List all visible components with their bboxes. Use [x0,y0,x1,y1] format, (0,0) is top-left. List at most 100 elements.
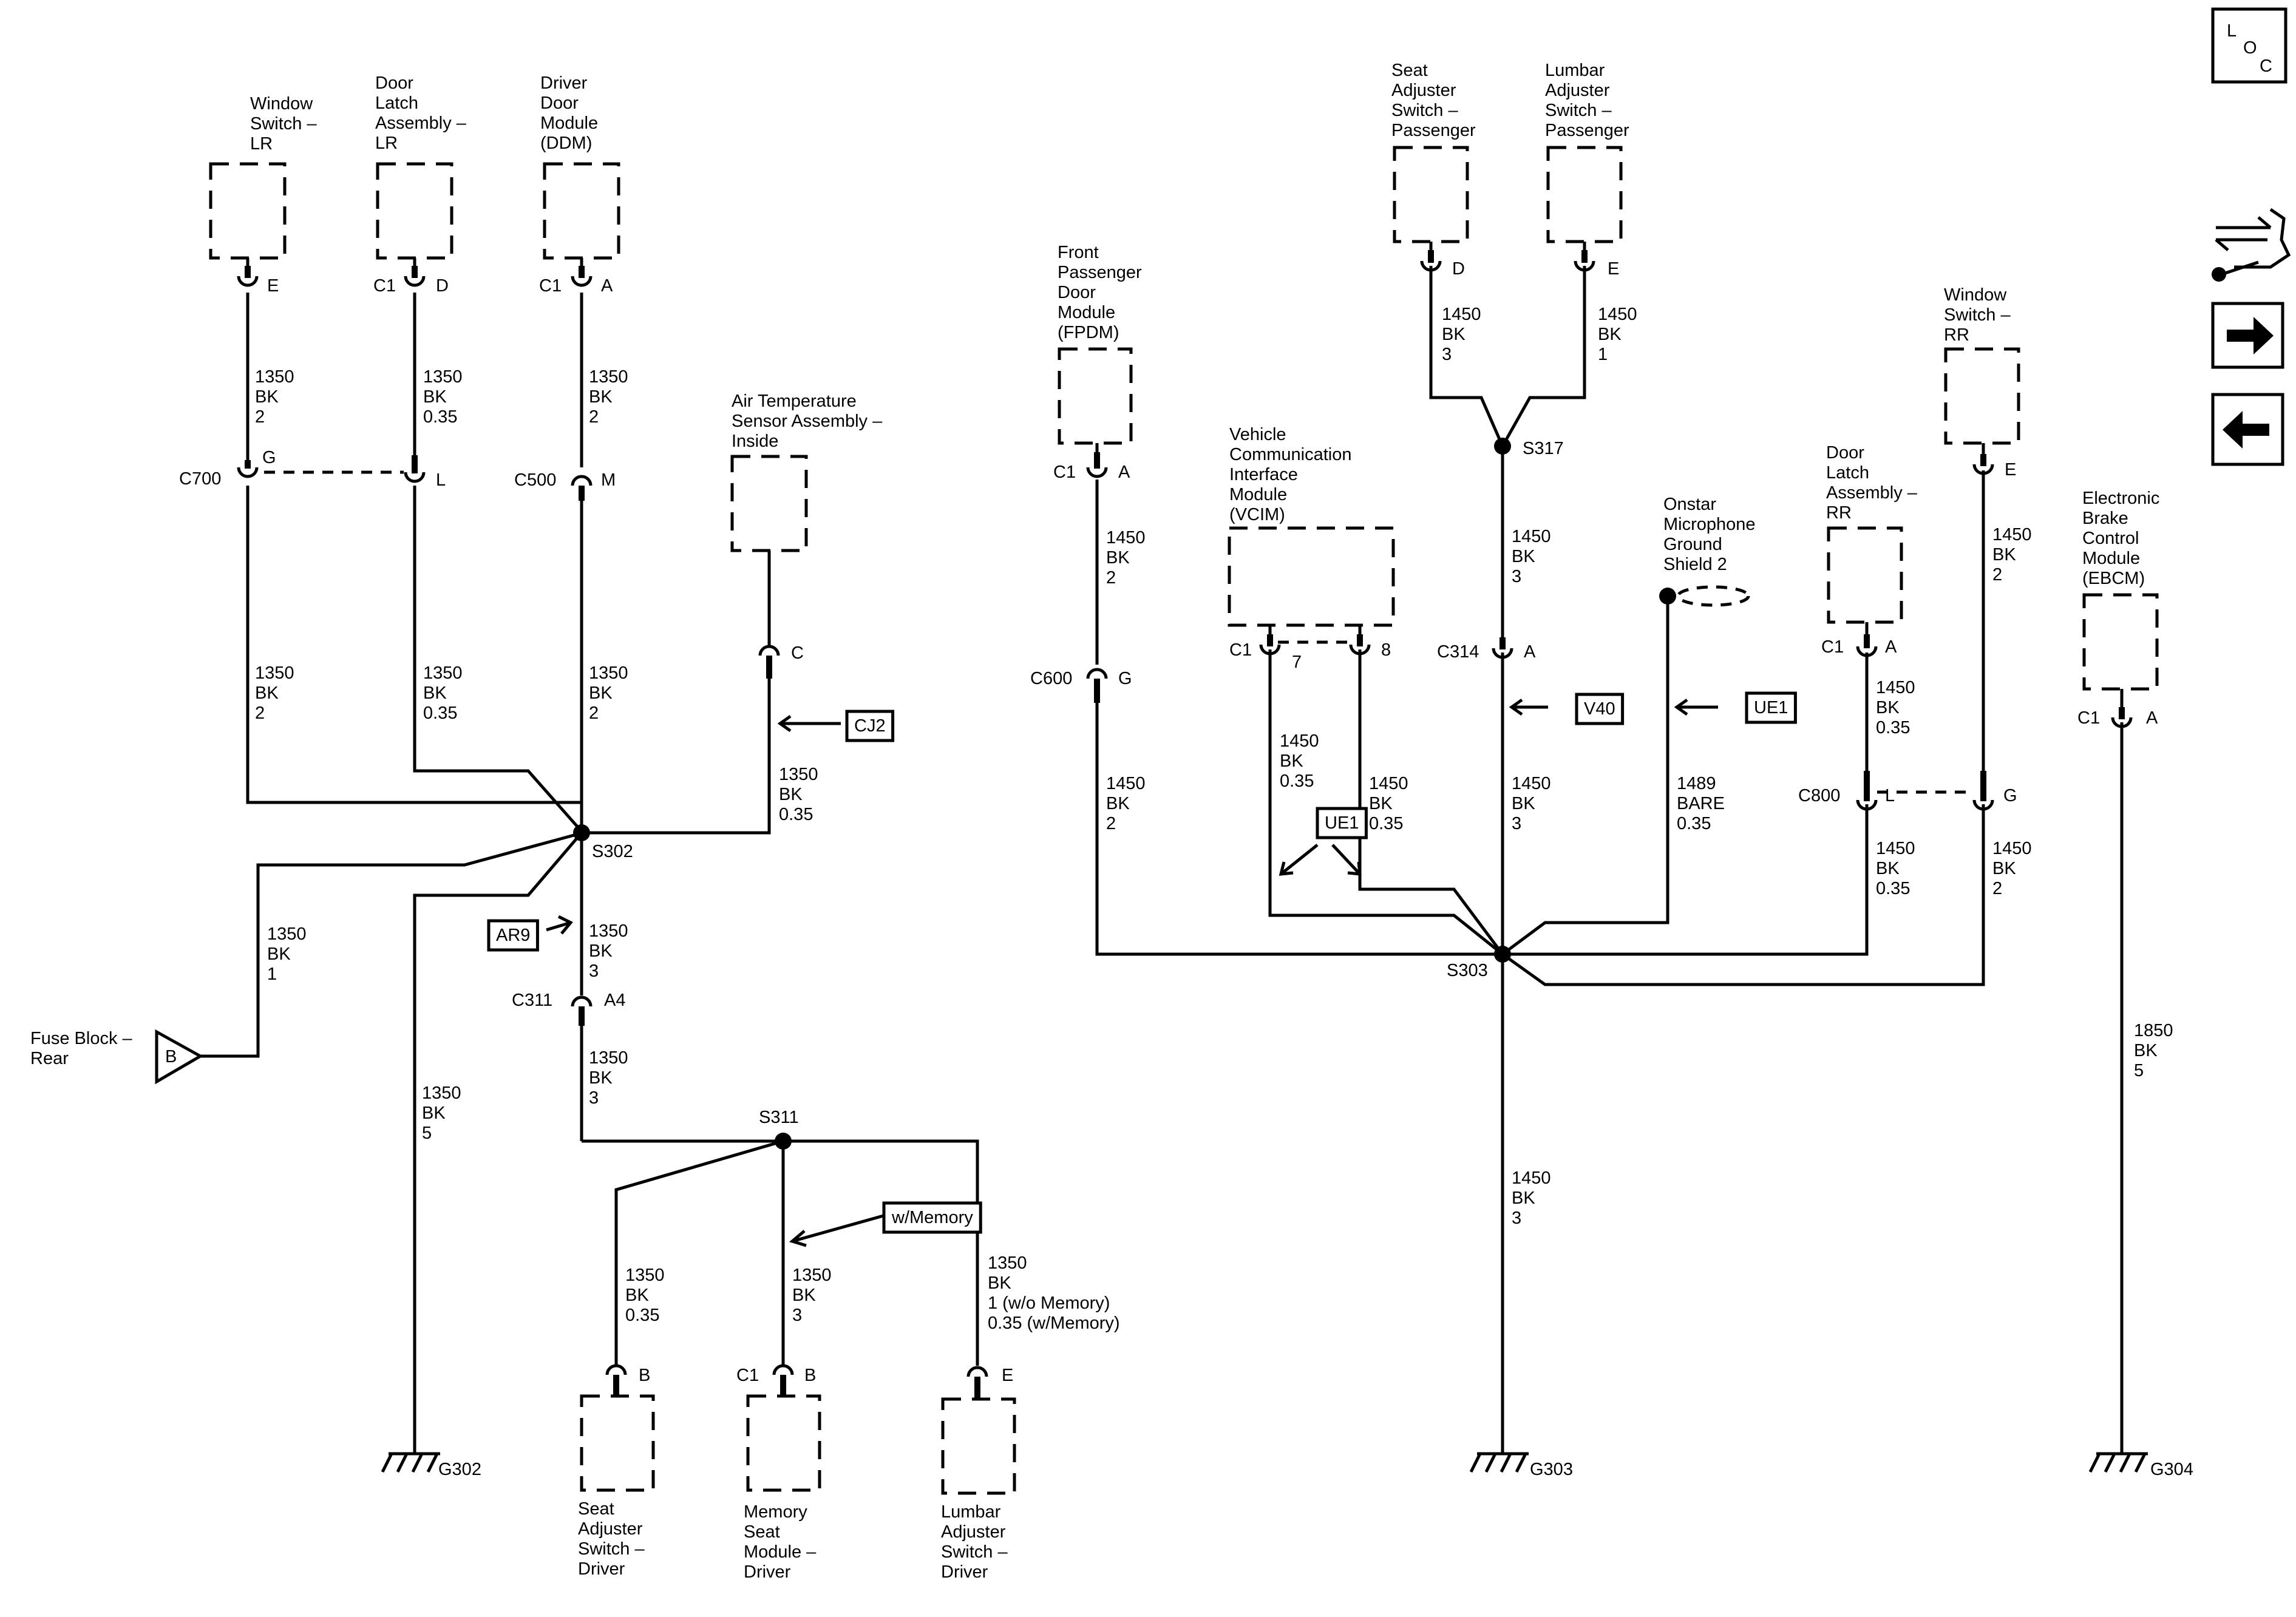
connector-label-c1-dllr: C1 [373,276,396,296]
ground-label-g303: G303 [1530,1460,1573,1479]
connector-label-pin-wslr-e: E [267,276,279,296]
connector-label-c311: C311 [512,991,552,1010]
connector-label-pin-c700-g: G [262,448,276,467]
box-memory-seat [746,1394,821,1492]
option-label: AR9 [496,926,530,945]
option-label: V40 [1584,699,1615,719]
arrow-left-icon[interactable] [2211,393,2284,466]
splice-label-s311: S311 [759,1108,799,1127]
wires-right [1095,242,2124,1454]
box-ddm [543,162,620,260]
connector-label-pin-seatadj-b: B [639,1366,650,1385]
ground-label-g304: G304 [2150,1460,2193,1479]
connector-label-pin-wsrr-e: E [2005,460,2016,480]
connector-label-pin-airtemp-c: C [791,643,804,663]
option-label: UE1 [1325,813,1359,833]
loc-letter-o: O [2243,38,2257,58]
option-tag-opt-v40: V40 [1575,693,1625,725]
option-arrows [546,698,1718,1247]
connector-label-c1-dlrr: C1 [1821,637,1844,657]
loc-letter-l: L [2227,21,2237,41]
connector-label-c314: C314 [1437,642,1479,662]
connector-label-pin-dllr-d: D [436,276,449,296]
connector-label-pin-memseat-b: B [804,1366,816,1385]
splice-label-s317: S317 [1523,439,1564,458]
loc-button[interactable]: L O C [2211,7,2288,84]
option-label: w/Memory [891,1208,973,1227]
connector-label-pin-seatadj-d: D [1452,259,1465,279]
box-window-switch-lr [209,162,287,260]
box-fpdm [1058,347,1133,445]
option-box [1575,693,1625,725]
connector-label-pin-ebcm-a: A [2146,708,2158,728]
connector-label-pin-ddm-a: A [601,276,613,296]
option-tag-opt-ue1-left: UE1 [1316,807,1368,839]
wires-left [200,258,979,1454]
arrow-right-icon[interactable] [2211,302,2284,369]
component-boxes [209,146,2159,1495]
option-box [1316,807,1368,839]
option-tag-opt-wmemory: w/Memory [882,1201,982,1234]
connector-label-c500: C500 [514,470,556,490]
connector-label-pin-c314-a: A [1524,642,1536,662]
ground-symbols [381,1452,2148,1473]
connector-label-pin-c311-a4: A4 [604,991,625,1010]
splice-dots [573,438,1676,1150]
tools-icon[interactable] [2212,208,2291,282]
option-tag-opt-ar9: AR9 [487,919,539,952]
box-lumbar-pass [1546,146,1623,243]
connector-label-pin-vcim-8: 8 [1381,640,1391,660]
box-vcim [1228,526,1395,627]
connector-label-pin-lumbar-e: E [1002,1366,1013,1385]
connector-label-c1-fpdm: C1 [1053,463,1076,482]
connector-label-pin-c500-m: M [601,470,616,490]
option-box [845,710,895,742]
box-seat-adj-pass [1393,146,1469,243]
box-air-temp [730,455,808,552]
fuse-block-terminal: B [155,1029,204,1085]
connector-symbols [237,250,2133,1399]
splice-label-s303: S303 [1447,961,1488,980]
option-tag-opt-ue1-right: UE1 [1745,691,1797,724]
box-seat-adj-driver [580,1394,655,1492]
connector-label-pin-vcim-7: 7 [1292,653,1302,672]
fuse-pin-label: B [165,1047,177,1066]
connector-label-pin-c700-l: L [436,470,446,490]
